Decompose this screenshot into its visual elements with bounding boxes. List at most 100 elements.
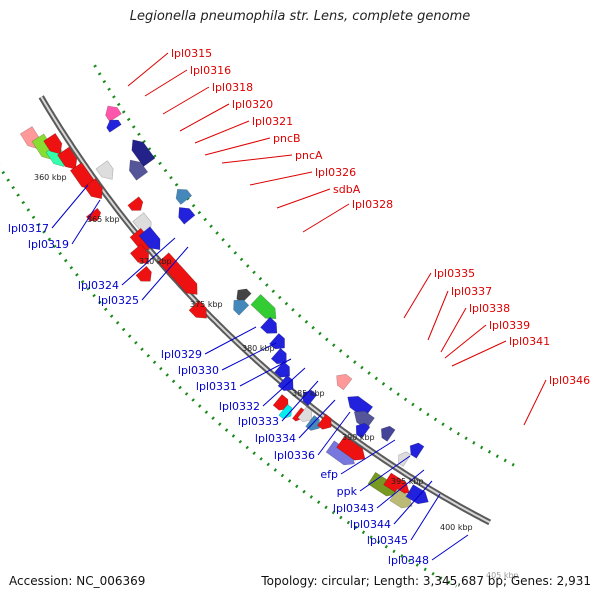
leader-line-fwd-1 (127, 52, 169, 87)
gene-label-fwd-8: lpl0326 (315, 166, 356, 179)
kbp-tick-label: 360 kbp (34, 173, 67, 182)
gene-label-rev-13: ppk (337, 485, 358, 498)
leader-line-fwd-6 (204, 137, 271, 156)
gene-arrow (127, 196, 144, 211)
tick-dot-tracks (0, 64, 520, 588)
leader-line-fwd-8 (249, 171, 313, 186)
gene-label-fwd-4: lpl0320 (232, 98, 273, 111)
leader-line-fwd-4 (179, 103, 230, 132)
gene-label-rev-15: lpl0344 (350, 518, 391, 531)
gene-arrow (129, 243, 150, 265)
gene-label-rev-7: lpl0331 (196, 380, 237, 393)
gene-arrow (236, 288, 252, 304)
gene-label-fwd-3: lpl0318 (212, 81, 253, 94)
leader-line-rev-4 (141, 246, 189, 301)
leader-line-rev-2 (71, 199, 101, 245)
gene-arrow (270, 347, 287, 365)
kbp-tick-label: 400 kbp (440, 523, 473, 532)
leader-line-rev-5 (204, 326, 257, 355)
gene-arrow (336, 435, 366, 461)
gene-label-fwd-13: lpl0338 (469, 302, 510, 315)
kbp-tick-label: 405 kbp (486, 571, 519, 580)
leader-line-rev-1 (51, 184, 89, 229)
gene-label-rev-17: lpl0348 (388, 554, 429, 567)
gene-label-fwd-15: lpl0341 (509, 335, 550, 348)
gene-label-fwd-7: pncA (295, 149, 323, 162)
gene-label-fwd-1: lpl0315 (171, 47, 212, 60)
leader-line-fwd-12 (427, 290, 449, 341)
gene-arrow (175, 188, 193, 205)
gene-arrow (43, 132, 63, 155)
leader-line-rev-15 (393, 480, 433, 525)
gene-arrow (336, 373, 353, 391)
kbp-tick-label: 390 kbp (342, 433, 375, 442)
gene-arrow (260, 316, 278, 334)
leader-line-fwd-7 (221, 154, 293, 164)
leader-line-rev-8 (262, 367, 306, 407)
gene-arrow (56, 146, 78, 170)
gene-label-fwd-11: lpl0335 (434, 267, 475, 280)
gene-arrow (95, 160, 114, 180)
gene-label-rev-1: lpl0317 (8, 222, 49, 235)
gene-arrow (409, 442, 425, 459)
leader-line-fwd-9 (276, 188, 331, 209)
leader-line-rev-9 (281, 380, 319, 422)
gene-arrow (355, 422, 371, 439)
gene-label-rev-16: lpl0345 (367, 534, 408, 547)
gene-arrow (278, 403, 293, 420)
label-leader-lines (51, 52, 547, 561)
kbp-tick-labels: 360 kbp 365 kbp 370 kbp 375 kbp 380 kbp 385 k… (34, 173, 519, 580)
gene-arrow (157, 252, 198, 295)
gene-label-fwd-5: lpl0321 (252, 115, 293, 128)
gene-label-rev-9: lpl0333 (238, 415, 279, 428)
gene-arrow (269, 332, 285, 350)
gene-label-fwd-12: lpl0337 (451, 285, 492, 298)
leader-line-fwd-13 (440, 307, 467, 353)
leader-line-rev-3 (121, 237, 176, 286)
gene-features (19, 105, 429, 509)
gene-arrow (85, 207, 102, 222)
leader-line-fwd-5 (194, 120, 250, 144)
gene-label-fwd-16: lpl0346 (549, 374, 590, 387)
gene-arrow (297, 406, 313, 423)
gene-arrow (135, 265, 152, 282)
gene-arrow (272, 394, 289, 411)
gene-arrow (138, 226, 161, 251)
gene-arrow (105, 105, 122, 123)
leader-line-rev-13 (359, 455, 411, 492)
kbp-tick-label: 385 kbp (292, 389, 325, 398)
gene-arrow (128, 159, 149, 181)
gene-arrow (132, 212, 152, 233)
gene-label-rev-4: lpl0325 (98, 294, 139, 307)
gene-arrow (405, 484, 429, 505)
gene-arrow (83, 178, 103, 200)
kbp-tick-label: 380 kbp (242, 344, 275, 353)
leader-line-fwd-14 (444, 324, 487, 359)
gene-label-rev-5: lpl0329 (161, 348, 202, 361)
leader-line-fwd-10 (302, 203, 350, 233)
accession-text: Accession: NC_006369 (9, 574, 146, 588)
map-title: Legionella pneumophila str. Lens, comple… (129, 9, 471, 24)
gene-label-rev-8: lpl0332 (219, 400, 260, 413)
gene-label-rev-6: lpl0330 (178, 364, 219, 377)
gene-arrow (277, 374, 294, 392)
gene-label-fwd-6: pncB (273, 132, 301, 145)
leader-line-rev-7 (239, 358, 292, 387)
leader-line-rev-16 (410, 493, 441, 541)
gene-arrow (188, 300, 207, 319)
gene-arrow (398, 451, 412, 467)
tick-dot-track-2 (0, 164, 458, 588)
leader-line-fwd-15 (451, 340, 507, 367)
gene-arrow (316, 413, 332, 430)
kbp-tick-label: 375 kbp (190, 300, 223, 309)
kbp-tick-label: 365 kbp (87, 215, 120, 224)
gene-arrow (353, 410, 375, 430)
gene-label-rev-14: lpl0343 (333, 502, 374, 515)
gene-arrow (106, 119, 122, 133)
gene-arrow (380, 425, 396, 442)
leader-line-fwd-11 (403, 272, 432, 319)
kbp-tick-label: 370 kbp (139, 257, 172, 266)
leader-line-rev-10 (298, 399, 336, 439)
gene-label-rev-12: efp (320, 468, 338, 481)
